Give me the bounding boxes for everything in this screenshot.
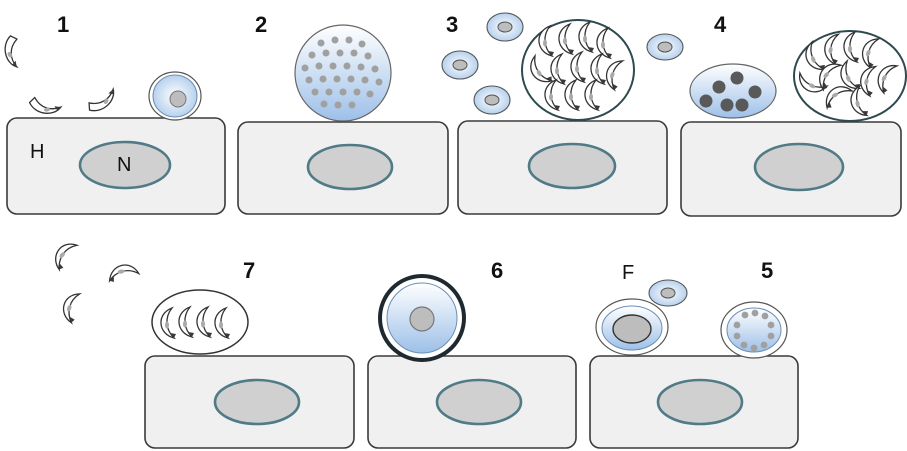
nucleus-label: N [117,154,131,176]
host-cell-stage-3 [457,120,668,215]
stage-4-schizont [793,30,907,122]
stage-label-7: 7 [243,258,255,283]
stage-5-fusion-cells [595,279,688,356]
host-cell-stage-2 [237,121,449,215]
fusion-label: F [622,262,634,284]
stage-label-6: 6 [491,258,503,283]
stage-1-parasites [0,33,202,121]
stage-label-1: 1 [57,12,69,37]
stage-2-meront [294,24,392,122]
stage-7-released-sporozoites [48,237,141,325]
host-cell-stage-5 [589,355,799,449]
host-cell-stage-4 [680,121,902,217]
stage-3-schizont [521,19,635,121]
stage-3-small-cysts [441,12,684,115]
stage-label-4: 4 [714,12,727,37]
stage-label-3: 3 [446,12,458,37]
host-cell-stage-7 [144,355,355,449]
stage-label-5: 5 [761,258,773,283]
host-cell-stage-6 [367,355,577,449]
stage-4-gametocyte [689,63,777,119]
host-cell-label: H [30,141,44,163]
stage-label-2: 2 [255,12,267,37]
stage-7-sporocyst [151,289,249,355]
stage-5-zygote [720,301,788,359]
host-cell-stage-1 [6,117,226,215]
stage-6-oocyst [378,274,466,362]
